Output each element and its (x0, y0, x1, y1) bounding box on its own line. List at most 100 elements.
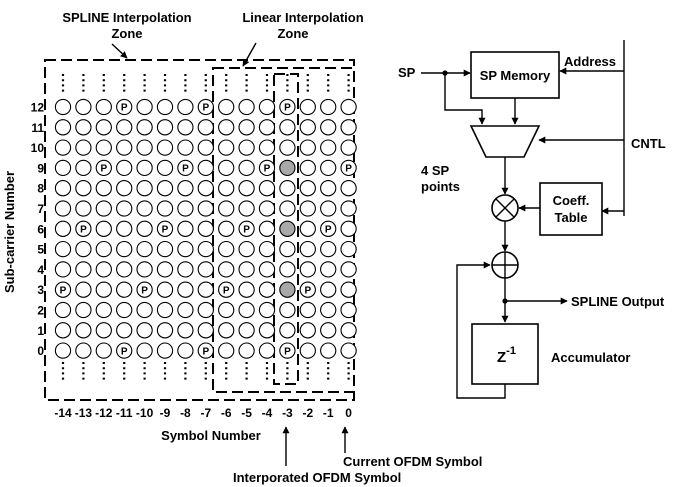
data-cell (177, 98, 194, 116)
pilot-cell (258, 159, 276, 177)
data-cell (279, 180, 296, 197)
data-cell (54, 139, 72, 156)
data-cell (54, 180, 72, 197)
data-cell (156, 240, 174, 258)
data-cell (299, 240, 316, 258)
data-cell (136, 220, 153, 237)
data-cell (156, 322, 174, 339)
data-cell (156, 261, 174, 278)
data-cell (197, 322, 214, 339)
pilot-cell (299, 281, 316, 298)
data-cell (299, 301, 316, 319)
data-cell (238, 159, 255, 177)
data-cell (54, 240, 72, 258)
data-cell (95, 261, 112, 278)
row-label: 7 (37, 202, 44, 216)
data-cell (156, 342, 174, 359)
coeff-table-block (539, 182, 603, 236)
data-cell (54, 159, 72, 177)
pilot-label: P (141, 285, 148, 296)
data-cell (75, 261, 92, 278)
data-cell (95, 322, 112, 339)
data-cell (95, 200, 112, 217)
pilot-label: P (202, 103, 209, 114)
pilot-label: P (202, 346, 209, 357)
data-cell (197, 180, 214, 197)
pilot-label: P (162, 225, 169, 236)
data-cell (299, 98, 316, 116)
data-cell (75, 98, 92, 116)
pilot-cell (156, 220, 174, 237)
data-cell (54, 98, 72, 116)
data-cell (299, 180, 316, 197)
column-label: -1 (323, 406, 334, 420)
pilot-cell (54, 281, 72, 298)
data-cell (320, 281, 337, 298)
interpolated-cell (279, 220, 296, 237)
data-cell (197, 261, 214, 278)
column-label: -6 (221, 406, 232, 420)
pilot-label: P (284, 346, 291, 357)
data-cell (238, 240, 255, 258)
row-label: 11 (31, 121, 44, 135)
data-cell (238, 180, 255, 197)
delay-register-block (471, 323, 539, 385)
data-cell (116, 281, 133, 298)
data-cell (156, 159, 174, 177)
data-cell (116, 139, 133, 156)
column-label: 0 (345, 406, 352, 420)
row-label: 1 (37, 324, 44, 338)
data-cell (177, 322, 194, 339)
data-cell (177, 180, 194, 197)
row-label: 10 (31, 141, 45, 155)
data-cell (177, 139, 194, 156)
data-cell (116, 180, 133, 197)
data-cell (279, 301, 296, 319)
data-cell (75, 322, 92, 339)
column-label: -8 (180, 406, 191, 420)
data-cell (116, 119, 133, 136)
data-cell (238, 98, 255, 116)
data-cell (197, 240, 214, 258)
data-cell (95, 139, 112, 156)
column-label: -11 (116, 406, 133, 420)
data-cell (299, 139, 316, 156)
data-cell (299, 159, 316, 177)
data-cell (136, 180, 153, 197)
multiplier-symbol (495, 198, 515, 218)
data-cell (156, 200, 174, 217)
row-label: 8 (37, 182, 44, 196)
data-cell (116, 200, 133, 217)
data-cell (197, 281, 214, 298)
data-cell (54, 200, 72, 217)
row-label: 12 (31, 101, 45, 115)
row-label: 4 (37, 263, 44, 277)
linear-zone-label: Linear Interpolation (242, 10, 363, 25)
data-cell (177, 281, 194, 298)
data-cell (136, 139, 153, 156)
delay-register-base: Z (497, 349, 506, 366)
data-cell (136, 322, 153, 339)
data-cell (95, 220, 112, 237)
data-cell (218, 139, 235, 156)
pilot-cell (177, 159, 194, 177)
data-cell (320, 180, 337, 197)
coeff-table-label: Coeff. (553, 193, 590, 208)
data-cell (320, 342, 337, 359)
pilot-label: P (182, 164, 189, 175)
sp-memory-label: SP Memory (480, 68, 551, 83)
row-label: 0 (37, 344, 44, 358)
data-cell (258, 261, 276, 278)
data-cell (320, 322, 337, 339)
column-label: -4 (262, 406, 273, 420)
data-cell (156, 281, 174, 298)
pilot-label: P (121, 103, 128, 114)
data-cell (320, 301, 337, 319)
pilot-cell (238, 220, 255, 237)
data-cell (340, 342, 357, 359)
row-label: 2 (37, 304, 44, 318)
data-cell (116, 240, 133, 258)
data-cell (95, 342, 112, 359)
data-cell (177, 200, 194, 217)
